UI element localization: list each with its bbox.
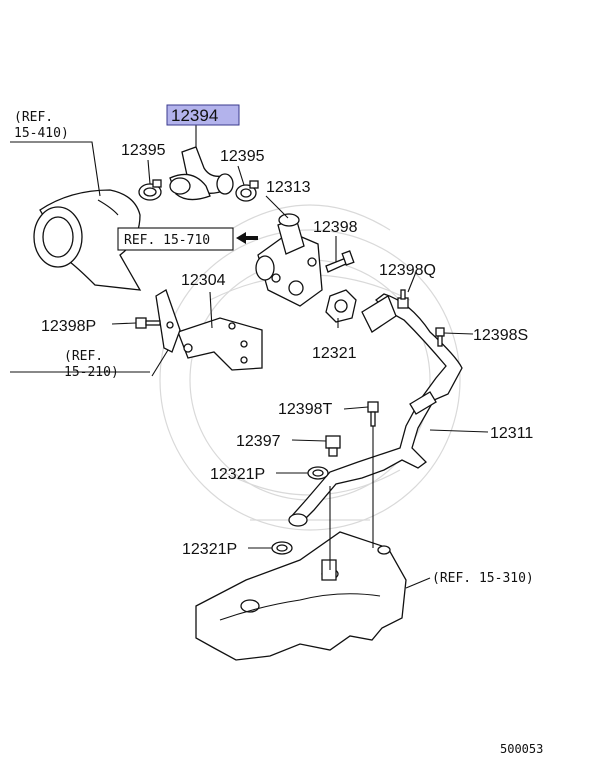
arrow-left-icon	[236, 232, 258, 244]
label-12398s[interactable]: 12398S	[473, 327, 528, 344]
intake-duct-part[interactable]	[33, 189, 142, 291]
bolt-12398s-part[interactable]	[435, 327, 445, 347]
bolt-12398t-part[interactable]	[367, 401, 379, 427]
highlight-box	[166, 104, 240, 126]
ref-15-710-box	[117, 227, 234, 251]
ref-15-410-line1[interactable]: (REF.	[14, 110, 53, 125]
leader-lines	[10, 125, 489, 589]
label-12321p-lower[interactable]: 12321P	[182, 541, 237, 558]
bolt-12398-part[interactable]	[325, 250, 355, 273]
ref-15-410-line2[interactable]: 15-410)	[14, 126, 69, 141]
bracket-12304-part[interactable]	[177, 317, 263, 371]
plug-12397-part[interactable]	[325, 435, 341, 457]
gasket-12321p-lower-part[interactable]	[271, 541, 293, 555]
label-12398[interactable]: 12398	[313, 219, 358, 236]
exhaust-manifold-part[interactable]	[195, 531, 407, 661]
label-12398q[interactable]: 12398Q	[379, 262, 436, 279]
bolt-12398q-part[interactable]	[397, 289, 409, 309]
label-12304[interactable]: 12304	[181, 272, 226, 289]
label-12311[interactable]: 12311	[490, 425, 533, 442]
valve-12313-part[interactable]	[255, 213, 323, 307]
clamp-right-part[interactable]	[235, 180, 259, 202]
pipe-12311-part[interactable]	[288, 293, 463, 527]
clamp-left-part[interactable]	[138, 179, 162, 201]
bolt-12398p-part[interactable]	[135, 317, 161, 329]
ref-15-310[interactable]: (REF. 15-310)	[432, 571, 534, 586]
support-bracket-part[interactable]	[155, 289, 181, 353]
label-12395-left[interactable]: 12395	[121, 142, 166, 159]
label-12313[interactable]: 12313	[266, 179, 311, 196]
label-12397[interactable]: 12397	[236, 433, 281, 450]
label-12394[interactable]: 12394	[171, 106, 218, 125]
label-12395-right[interactable]: 12395	[220, 148, 265, 165]
label-12398t[interactable]: 12398T	[278, 401, 332, 418]
hose-12394-part[interactable]	[169, 146, 234, 201]
gasket-12321-part[interactable]	[325, 289, 357, 323]
label-12321p-upper[interactable]: 12321P	[210, 466, 265, 483]
ref-15-210-line2[interactable]: 15-210)	[64, 365, 119, 380]
gasket-12321p-upper-part[interactable]	[307, 466, 329, 480]
label-12398p[interactable]: 12398P	[41, 318, 96, 335]
ref-15-210-line1[interactable]: (REF.	[64, 349, 103, 364]
figure-number: 500053	[500, 742, 543, 756]
ref-15-710[interactable]: REF. 15-710	[124, 233, 210, 248]
label-12321[interactable]: 12321	[312, 345, 357, 362]
